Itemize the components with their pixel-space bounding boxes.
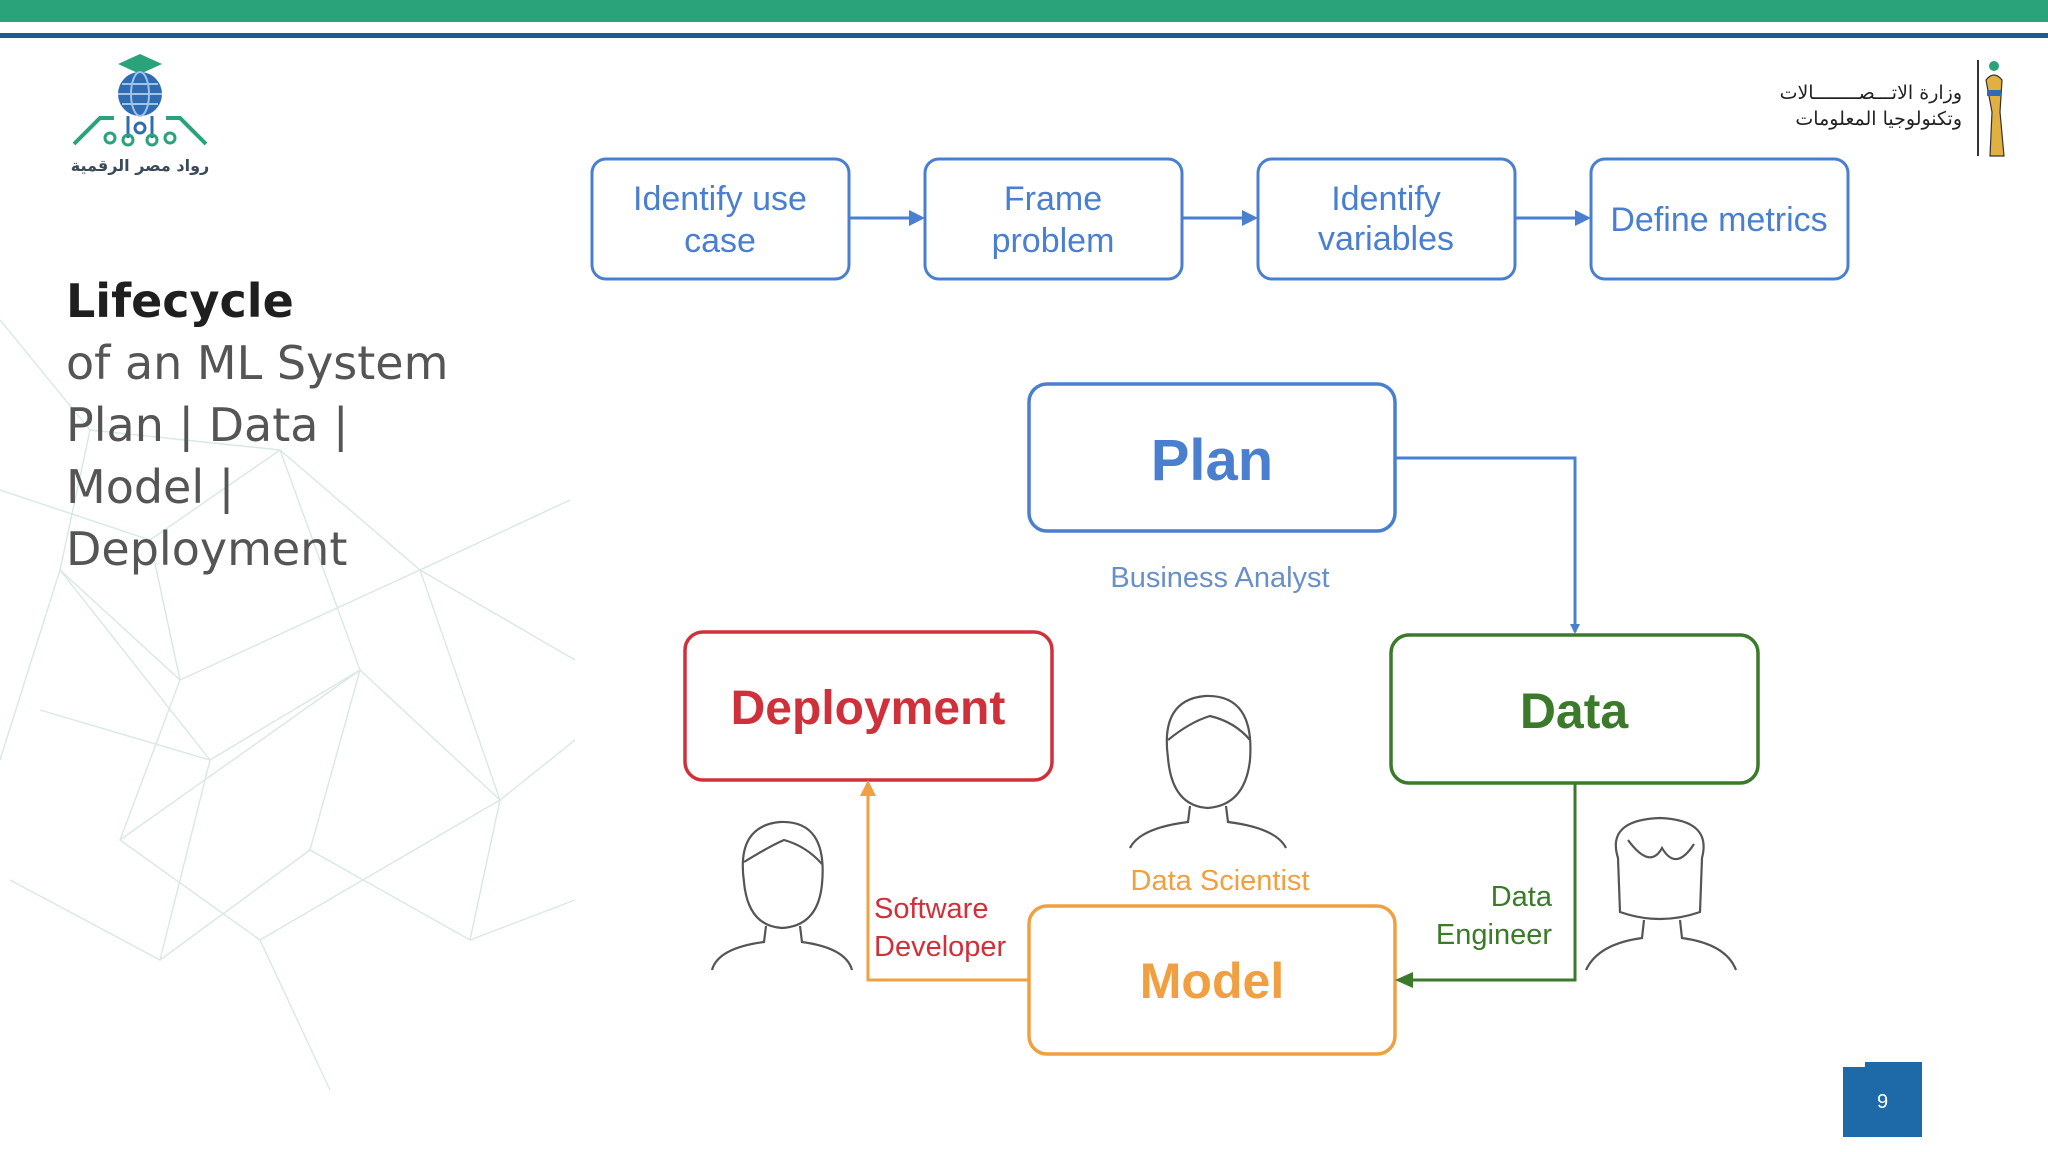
rowad-logo [72,54,208,147]
plan-label: Plan [1151,428,1274,493]
background-network-pattern [0,319,576,1091]
step-label-identify-use-case-2: case [684,222,756,260]
step-box-identify-variables [1256,157,1517,281]
title-line-5: Deployment [66,522,348,576]
ministry-emblem-icon [1977,60,2005,157]
step-label-identify-variables-1: Identify [1331,180,1441,218]
arrow-model-to-deployment [860,780,1029,982]
software-developer-label-2: Developer [874,931,1007,963]
step-box-define-metrics [1589,157,1850,281]
step-label-frame-problem-2: problem [992,222,1115,260]
ministry-line-2: وتكنولوجيا المعلومات [1795,108,1962,130]
top-accent-bar [0,0,2048,22]
step-box-identify-use-case [590,157,851,281]
data-label: Data [1520,683,1630,739]
business-analyst-label: Business Analyst [1110,562,1329,594]
title-line-4: Model | [66,460,235,514]
ministry-name: وزارة الاتـــصــــــــالات وتكنولوجيا ال… [1780,80,1962,132]
software-developer-label-1: Software [874,893,988,925]
arrow-plan-to-data [1395,456,1580,634]
step-label-identify-variables-2: variables [1318,220,1454,258]
deployment-label: Deployment [731,682,1006,735]
top-divider-line [0,33,2048,38]
data-scientist-label: Data Scientist [1131,865,1310,897]
data-scientist-person-icon [1129,694,1287,849]
step-label-frame-problem-1: Frame [1004,180,1102,218]
data-engineer-label-2: Engineer [1436,919,1552,951]
step-box-frame-problem [923,157,1184,281]
ministry-line-1: وزارة الاتـــصــــــــالات [1779,82,1962,104]
arrow-data-to-model [1395,783,1577,988]
title-bold: Lifecycle [66,274,294,328]
software-developer-person-icon [710,820,854,971]
step-label-define-metrics: Define metrics [1610,201,1827,239]
title-line-2: of an ML System [66,336,449,390]
data-engineer-label-1: Data [1491,881,1553,913]
title-line-3: Plan | Data | [66,398,349,452]
data-engineer-person-icon [1585,816,1738,971]
model-label: Model [1140,953,1284,1009]
logo-left-caption: رواد مصر الرقمية [70,156,210,175]
graduation-cap-icon [118,54,162,74]
step-label-identify-use-case-1: Identify use [633,180,807,218]
page-number-tab [1865,1062,1922,1070]
slide-title: Lifecycle of an ML System Plan | Data | … [66,270,536,580]
page-number-badge: 9 [1843,1067,1922,1137]
